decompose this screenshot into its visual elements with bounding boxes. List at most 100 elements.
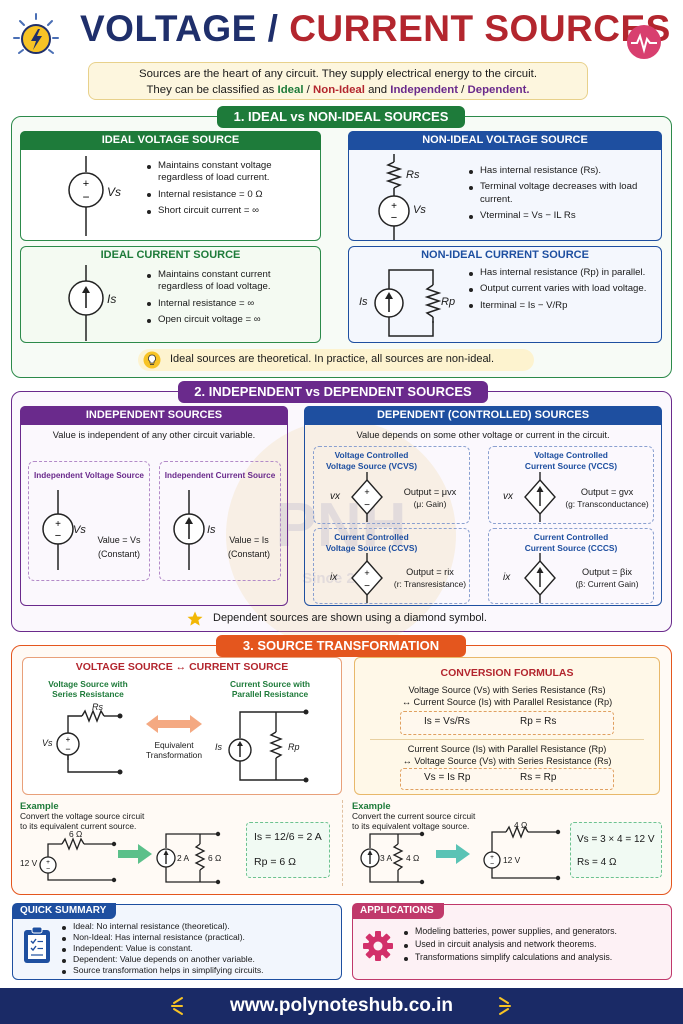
svg-text:−: − bbox=[82, 190, 89, 204]
independent-voltage-box bbox=[28, 461, 150, 581]
header-right-icon bbox=[626, 24, 662, 60]
list-item: Vterminal = Vs − IL Rs bbox=[469, 210, 654, 222]
svg-text:+: + bbox=[46, 859, 50, 866]
svg-text:−: − bbox=[46, 866, 50, 873]
section2-note-text: Dependent sources are shown using a diam… bbox=[213, 612, 487, 624]
cccs-gain: (β: Current Gain) bbox=[575, 579, 639, 589]
formula1-box bbox=[400, 711, 614, 735]
title-current: CURRENT SOURCES bbox=[289, 8, 671, 49]
example1-desc1: Convert the voltage source circuit bbox=[20, 811, 145, 821]
card-ideal-voltage-title: IDEAL VOLTAGE SOURCE bbox=[20, 131, 321, 150]
vccs-ctrl: vx bbox=[503, 491, 513, 502]
svg-text:−: − bbox=[364, 500, 370, 511]
card-nonideal-current-title: NON-IDEAL CURRENT SOURCE bbox=[421, 249, 589, 261]
applications-title: APPLICATIONS bbox=[352, 903, 444, 919]
vcvs-gain: (μ: Gain) bbox=[413, 499, 447, 509]
list-item: Terminal voltage decreases with load cur… bbox=[469, 181, 654, 206]
svg-text:−: − bbox=[490, 861, 494, 868]
header-left-icon bbox=[12, 12, 60, 60]
nonideal-voltage-symbol: + − bbox=[378, 154, 410, 240]
clipboard-icon bbox=[24, 926, 50, 963]
example1-r: 6 Ω bbox=[69, 829, 83, 839]
example2-desc1: Convert the current source circuit bbox=[352, 811, 476, 821]
vcvs-diamond-symbol: + − bbox=[351, 472, 383, 522]
example1-desc2: to its equivalent current source. bbox=[20, 821, 137, 831]
title-voltage: VOLTAGE / bbox=[80, 8, 279, 49]
independent-voltage-symbol: + − bbox=[42, 490, 74, 570]
list-item: Short circuit current = ∞ bbox=[147, 205, 317, 217]
card-nonideal-current: NON-IDEAL CURRENT SOURCE Is Rp Has inter… bbox=[348, 246, 662, 343]
bulb-icon bbox=[143, 351, 161, 369]
example1-eq1: Is = 12/6 = 2 A bbox=[254, 831, 322, 843]
nonideal-current-r-label: Rp bbox=[441, 296, 456, 308]
ideal-voltage-label: Vs bbox=[107, 185, 122, 199]
vccs-output: Output = gvx bbox=[580, 487, 634, 497]
cccs-ctrl: ix bbox=[503, 572, 511, 583]
formula1-line2: ↔ Current Source (Is) with Parallel Resi… bbox=[401, 697, 613, 707]
equiv-label2: Transformation bbox=[145, 750, 202, 760]
example1-eq2: Rp = 6 Ω bbox=[254, 856, 296, 868]
cs-parallel-label1: Current Source with bbox=[229, 679, 311, 689]
example2-voltage-circuit: + − bbox=[483, 825, 561, 881]
example2-v: 12 V bbox=[503, 855, 521, 865]
example2-rs: 4 Ω bbox=[514, 820, 528, 830]
ideal-current-label: Is bbox=[107, 292, 117, 306]
vccs-box bbox=[488, 446, 654, 524]
vcvs-title1: Voltage Controlled bbox=[334, 450, 409, 460]
dependent-desc: Value depends on some other voltage or c… bbox=[356, 430, 610, 440]
svg-text:−: − bbox=[391, 212, 397, 224]
independent-current-symbol bbox=[173, 490, 205, 570]
example2-result-box bbox=[570, 822, 662, 878]
applications-list: Modeling batteries, power supplies, and … bbox=[404, 926, 668, 965]
example1-result-box bbox=[246, 822, 330, 878]
example2-current-circuit bbox=[360, 831, 425, 885]
vs-series-label1: Voltage Source with bbox=[48, 679, 128, 689]
cccs-box bbox=[488, 528, 654, 604]
independent-voltage-constant: (Constant) bbox=[97, 549, 141, 559]
footer-url[interactable]: www.polynoteshub.co.in bbox=[229, 995, 454, 1016]
watermark-logo: PNH bbox=[275, 491, 407, 560]
list-item: Maintains constant voltage regardless of… bbox=[147, 160, 317, 185]
card-independent-title: INDEPENDENT SOURCES bbox=[20, 406, 288, 425]
list-item: Modeling batteries, power supplies, and … bbox=[404, 926, 668, 937]
independent-current-value: Value = Is bbox=[229, 535, 269, 545]
summary-list: Ideal: No internal resistance (theoretic… bbox=[62, 921, 337, 976]
nonideal-current-symbol bbox=[374, 269, 442, 337]
section1-note-text: Ideal sources are theoretical. In practi… bbox=[170, 353, 495, 365]
card-dependent: DEPENDENT (CONTROLLED) SOURCES Value dep… bbox=[304, 406, 662, 606]
ccvs-title1: Current Controlled bbox=[334, 532, 409, 542]
example1-current-circuit bbox=[156, 831, 221, 885]
example1-v: 12 V bbox=[20, 858, 38, 868]
nonideal-voltage-v-label: Vs bbox=[413, 204, 426, 216]
gear-icon bbox=[363, 931, 393, 961]
independent-voltage-sym: Vs bbox=[73, 524, 86, 536]
teal-arrow-icon bbox=[436, 844, 470, 864]
cccs-title2: Current Source (CCCS) bbox=[524, 543, 618, 553]
independent-current-box bbox=[159, 461, 281, 581]
footer: www.polynoteshub.co.in bbox=[0, 988, 683, 1024]
list-item: Internal resistance = 0 Ω bbox=[147, 189, 317, 201]
card-nonideal-voltage-title: NON-IDEAL VOLTAGE SOURCE bbox=[348, 131, 662, 150]
nonideal-voltage-r-label: Rs bbox=[406, 169, 420, 181]
formula2-eq1: Vs = Is Rp bbox=[424, 772, 471, 783]
example2-desc2: to its equivalent voltage source. bbox=[352, 821, 470, 831]
section1-note: Ideal sources are theoretical. In practi… bbox=[138, 349, 534, 371]
list-item: Has internal resistance (Rp) in parallel… bbox=[469, 267, 654, 279]
independent-current-title: Independent Current Source bbox=[164, 471, 276, 480]
green-arrow-icon bbox=[118, 844, 152, 864]
ccvs-ctrl: ix bbox=[330, 572, 338, 583]
formula-divider bbox=[370, 739, 644, 740]
svg-text:+: + bbox=[364, 568, 369, 578]
section-independent-dependent bbox=[11, 391, 672, 632]
example2-label: Example bbox=[352, 800, 391, 811]
ideal-voltage-symbol: + − bbox=[68, 156, 104, 236]
lightning-bulb-icon bbox=[13, 13, 59, 54]
independent-current-constant: (Constant) bbox=[227, 549, 271, 559]
card-nonideal-voltage: NON-IDEAL VOLTAGE SOURCE + − Rs Vs Has i… bbox=[348, 131, 662, 241]
ideal-voltage-bullets: Maintains constant voltage regardless of… bbox=[147, 160, 317, 221]
vs-series-rs: Rs bbox=[92, 702, 103, 712]
cs-parallel-label2: Parallel Resistance bbox=[231, 689, 309, 699]
formula1-line1: Voltage Source (Vs) with Series Resistan… bbox=[408, 685, 606, 695]
double-arrow-icon bbox=[146, 715, 202, 733]
list-item: Has internal resistance (Rs). bbox=[469, 165, 654, 177]
